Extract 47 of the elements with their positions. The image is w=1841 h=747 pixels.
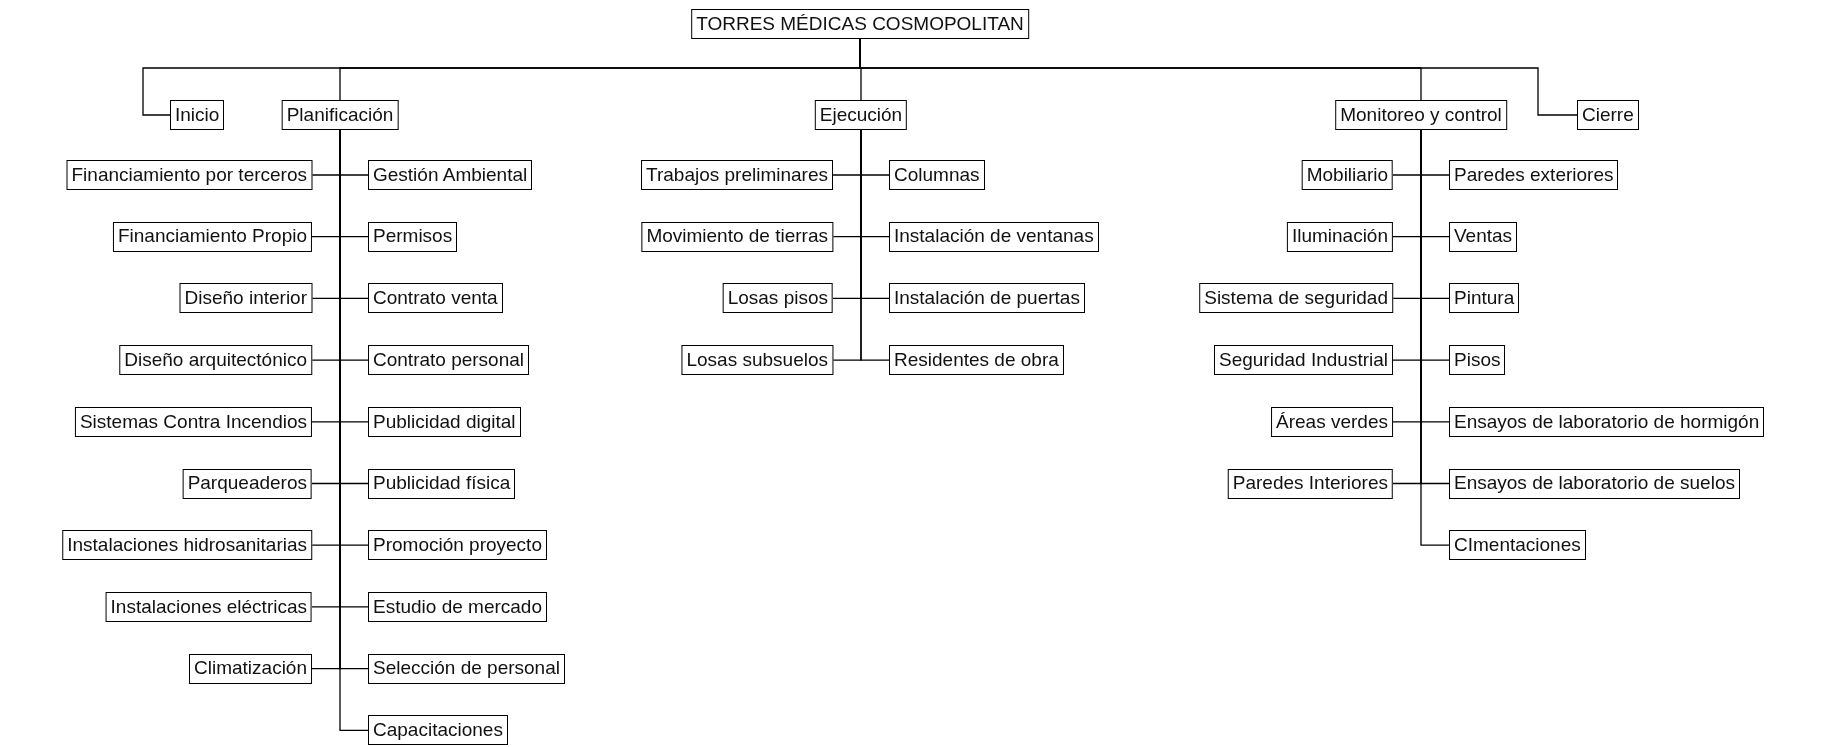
- wbs-box: Permisos: [368, 221, 458, 252]
- wbs-box: Sistemas Contra Incendios: [74, 406, 312, 437]
- wbs-box: Instalación de ventanas: [889, 221, 1099, 252]
- wbs-box: Mobiliario: [1301, 160, 1393, 190]
- wbs-box: Cierre: [1577, 100, 1639, 130]
- wbs-box: Instalación de puertas: [889, 283, 1085, 314]
- wbs-box: Inicio: [170, 100, 225, 130]
- wbs-box: Seguridad Industrial: [1214, 345, 1393, 376]
- wbs-box: Financiamiento Propio: [112, 221, 312, 252]
- wbs-box: Pisos: [1449, 345, 1506, 376]
- wbs-box: Ejecución: [814, 100, 908, 130]
- wbs-box: Losas subsuelos: [681, 345, 833, 376]
- wbs-box: Movimiento de tierras: [641, 221, 833, 252]
- wbs-box: Losas pisos: [722, 283, 833, 314]
- wbs-box: Climatización: [189, 653, 312, 684]
- wbs-box: Trabajos preliminares: [641, 160, 833, 190]
- wbs-box: Paredes Interiores: [1227, 468, 1393, 499]
- wbs-box: Promoción proyecto: [368, 530, 547, 561]
- wbs-box: Diseño interior: [179, 283, 312, 314]
- wbs-box: Columnas: [889, 160, 985, 190]
- wbs-box: Instalaciones hidrosanitarias: [62, 530, 312, 561]
- wbs-box: Parqueaderos: [182, 468, 312, 499]
- wbs-box: Publicidad digital: [368, 406, 521, 437]
- wbs-box: Ensayos de laboratorio de suelos: [1449, 468, 1740, 499]
- wbs-box: Áreas verdes: [1271, 406, 1393, 437]
- wbs-box: CImentaciones: [1449, 530, 1586, 561]
- wbs-box: Financiamiento por terceros: [66, 160, 312, 190]
- wbs-box: Contrato venta: [368, 283, 503, 314]
- wbs-box: Diseño arquitectónico: [119, 345, 312, 376]
- wbs-box: TORRES MÉDICAS COSMOPOLITAN: [691, 9, 1029, 39]
- wbs-box: Iluminación: [1286, 221, 1393, 252]
- wbs-box: Contrato personal: [368, 345, 530, 376]
- wbs-box: Pintura: [1449, 283, 1520, 314]
- connector-line: [860, 129, 890, 361]
- wbs-box: Publicidad física: [368, 468, 516, 499]
- wbs-box: Sistema de seguridad: [1199, 283, 1393, 314]
- wbs-box: Instalaciones eléctricas: [105, 591, 312, 622]
- wbs-box: Residentes de obra: [889, 345, 1064, 376]
- wbs-box: Selección de personal: [368, 653, 565, 684]
- wbs-box: Monitoreo y control: [1335, 100, 1507, 130]
- wbs-box: Planificación: [281, 100, 399, 130]
- wbs-box: Capacitaciones: [368, 715, 508, 746]
- wbs-box: Estudio de mercado: [368, 591, 547, 622]
- wbs-box: Ensayos de laboratorio de hormigón: [1449, 406, 1765, 437]
- wbs-box: Ventas: [1449, 221, 1518, 252]
- wbs-box: Gestión Ambiental: [368, 160, 533, 190]
- wbs-box: Paredes exteriores: [1449, 160, 1619, 190]
